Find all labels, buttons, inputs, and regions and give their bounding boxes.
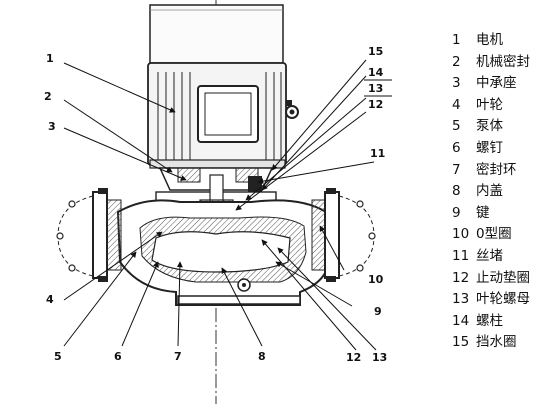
- legend-number: 2: [452, 53, 461, 70]
- legend-item: 5 泵体: [452, 116, 560, 138]
- callout-10: 10: [368, 273, 384, 286]
- callout-2: 2: [44, 90, 52, 103]
- legend-number: 12: [452, 269, 470, 286]
- callout-8: 8: [258, 350, 266, 363]
- legend-label: 键: [476, 204, 490, 221]
- legend-item: 10 0型圈: [452, 224, 560, 246]
- legend-label: 密封环: [476, 161, 517, 178]
- legend-item: 11 丝堵: [452, 246, 560, 268]
- callout-5: 5: [54, 350, 62, 363]
- legend-number: 4: [452, 96, 461, 113]
- callout-13: 13: [372, 351, 387, 364]
- callout-12: 12: [346, 351, 361, 364]
- legend-item: 3 中承座: [452, 73, 560, 95]
- legend-number: 11: [452, 247, 470, 264]
- legend-item: 4 叶轮: [452, 95, 560, 117]
- outlet-flange: [311, 188, 340, 282]
- motor: [147, 4, 299, 169]
- legend-label: 挡水圈: [476, 334, 517, 351]
- callout-1: 1: [46, 52, 54, 65]
- legend-item: 12 止动垫圈: [452, 268, 560, 290]
- leader-lines: [63, 59, 377, 351]
- legend-item: 14 螺柱: [452, 311, 560, 333]
- callout-13-top: 13: [368, 82, 383, 95]
- legend-item: 6 螺钉: [452, 138, 560, 160]
- flange-bolt-holes: [56, 200, 376, 272]
- legend-label: 内盖: [476, 183, 503, 200]
- legend-label: 叶轮螺母: [476, 291, 530, 308]
- callout-3: 3: [48, 120, 56, 133]
- legend-number: 7: [452, 161, 461, 178]
- legend-number: 1: [452, 32, 461, 48]
- callout-15: 15: [368, 45, 383, 58]
- legend-item: 13 叶轮螺母: [452, 289, 560, 311]
- legend-label: 电机: [476, 32, 503, 48]
- legend-item: 1 电机: [452, 30, 560, 52]
- legend-label: 机械密封: [476, 53, 530, 70]
- legend-item: 15 挡水圈: [452, 332, 560, 354]
- legend-item: 2 机械密封: [452, 52, 560, 74]
- pump-casing: [116, 199, 332, 306]
- legend-number: 15: [452, 334, 470, 351]
- inlet-flange: [92, 188, 122, 282]
- legend-label: 止动垫圈: [476, 269, 530, 286]
- legend-number: 3: [452, 75, 461, 92]
- callout-7: 7: [174, 350, 182, 363]
- callout-9: 9: [374, 305, 382, 318]
- legend-item: 7 密封环: [452, 160, 560, 182]
- legend-number: 5: [452, 118, 461, 135]
- legend-label: 泵体: [476, 118, 503, 135]
- legend-number: 10: [452, 226, 470, 243]
- legend-label: 叶轮: [476, 96, 503, 113]
- callout-4: 4: [46, 293, 54, 306]
- legend-number: 13: [452, 291, 470, 308]
- legend-label: 螺钉: [476, 139, 503, 156]
- callout-14: 14: [368, 66, 384, 79]
- legend-item: 8 内盖: [452, 181, 560, 203]
- callout-12-top: 12: [368, 98, 383, 111]
- legend-number: 6: [452, 139, 461, 156]
- legend-number: 8: [452, 183, 461, 200]
- callout-6: 6: [114, 350, 122, 363]
- callout-labels: 1 2 3 4 5 6 7 8 9 10 11 12 13 15 14 13 1…: [44, 45, 392, 364]
- legend-label: 中承座: [476, 75, 517, 92]
- legend-label: 0型圈: [476, 226, 512, 243]
- legend-label: 螺柱: [476, 312, 503, 329]
- legend-label: 丝堵: [476, 247, 503, 264]
- legend-number: 9: [452, 204, 461, 221]
- legend-number: 14: [452, 312, 470, 329]
- callout-11: 11: [370, 147, 385, 160]
